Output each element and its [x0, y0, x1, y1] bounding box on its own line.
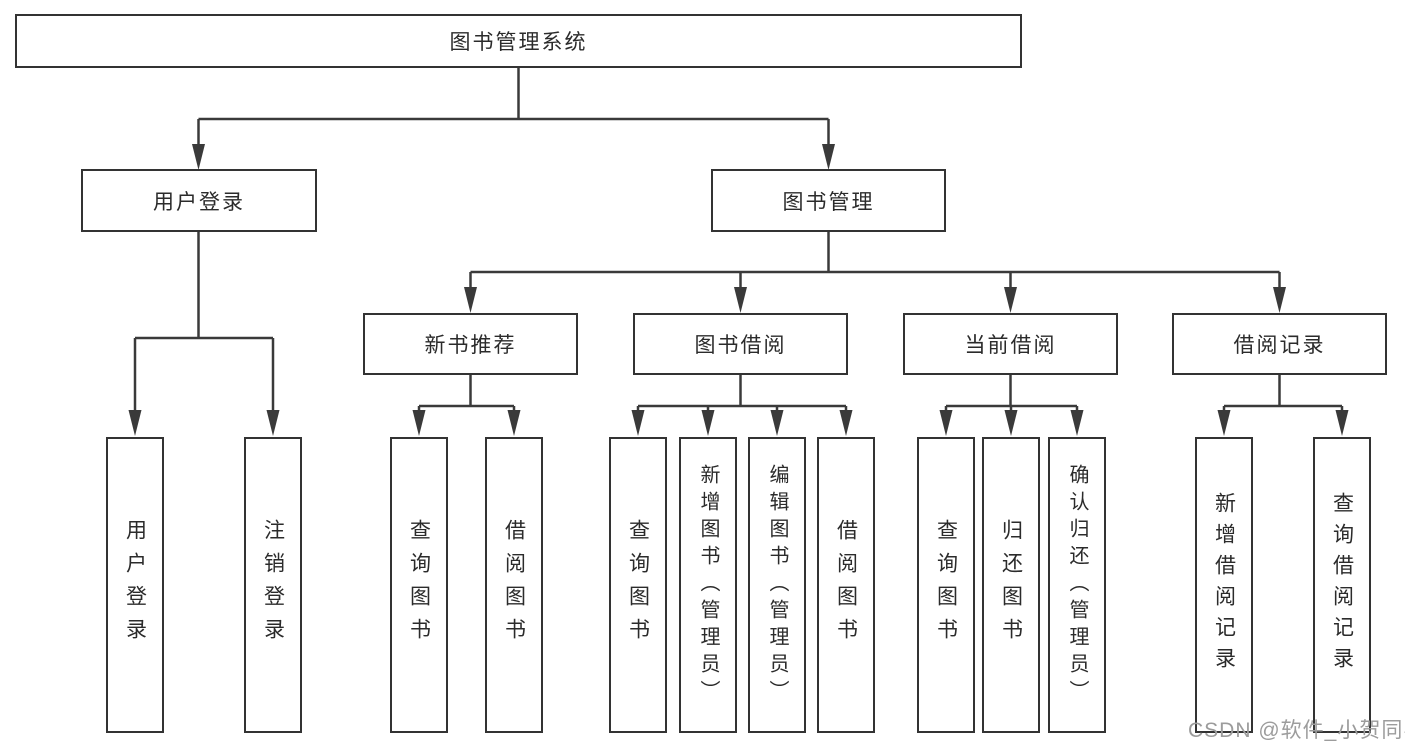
- leaf-user-login: 用户登录: [106, 437, 164, 733]
- node-label: 当前借阅: [964, 334, 1057, 357]
- leaf-label: 查询借阅记录: [1330, 492, 1354, 678]
- leaf-label: 归还图书: [999, 519, 1023, 651]
- node-label: 新书推荐: [424, 334, 517, 357]
- node-label: 图书管理系统: [449, 31, 588, 54]
- leaf-borrow-books-under-borrowing: 借阅图书: [817, 437, 875, 733]
- leaf-label: 查询图书: [626, 519, 650, 651]
- leaf-edit-books-admin: 编辑图书（管理员）: [748, 437, 806, 733]
- leaf-label: 编辑图书（管理员）: [766, 463, 788, 707]
- leaf-label: 用户登录: [123, 519, 147, 651]
- leaf-borrow-books-under-recommendation: 借阅图书: [485, 437, 543, 733]
- node-new-book-recommendation: 新书推荐: [363, 313, 578, 375]
- leaf-return-books: 归还图书: [982, 437, 1040, 733]
- csdn-watermark: CSDN @软件_小贺同学: [1188, 719, 1405, 742]
- leaf-query-borrow-record: 查询借阅记录: [1313, 437, 1371, 733]
- leaf-query-books-under-current: 查询图书: [917, 437, 975, 733]
- node-book-management: 图书管理: [711, 169, 946, 232]
- leaf-query-books-under-borrowing: 查询图书: [609, 437, 667, 733]
- leaf-logout: 注销登录: [244, 437, 302, 733]
- leaf-add-borrow-record: 新增借阅记录: [1195, 437, 1253, 733]
- leaf-label: 查询图书: [407, 519, 431, 651]
- node-borrowing-records: 借阅记录: [1172, 313, 1387, 375]
- leaf-label: 借阅图书: [834, 519, 858, 651]
- leaf-label: 确认归还（管理员）: [1066, 463, 1088, 707]
- node-library-management-system: 图书管理系统: [15, 14, 1022, 68]
- leaf-label: 注销登录: [261, 519, 285, 651]
- leaf-query-books-under-recommendation: 查询图书: [390, 437, 448, 733]
- node-book-borrowing: 图书借阅: [633, 313, 848, 375]
- leaf-label: 新增借阅记录: [1212, 492, 1236, 678]
- leaf-label: 借阅图书: [502, 519, 526, 651]
- node-current-borrowing: 当前借阅: [903, 313, 1118, 375]
- node-user-login: 用户登录: [81, 169, 317, 232]
- leaf-add-books-admin: 新增图书（管理员）: [679, 437, 737, 733]
- leaf-confirm-return-admin: 确认归还（管理员）: [1048, 437, 1106, 733]
- node-label: 图书管理: [782, 190, 875, 214]
- leaf-label: 新增图书（管理员）: [697, 463, 719, 707]
- leaf-label: 查询图书: [934, 519, 958, 651]
- node-label: 用户登录: [153, 190, 245, 214]
- node-label: 图书借阅: [694, 334, 787, 357]
- node-label: 借阅记录: [1233, 334, 1326, 357]
